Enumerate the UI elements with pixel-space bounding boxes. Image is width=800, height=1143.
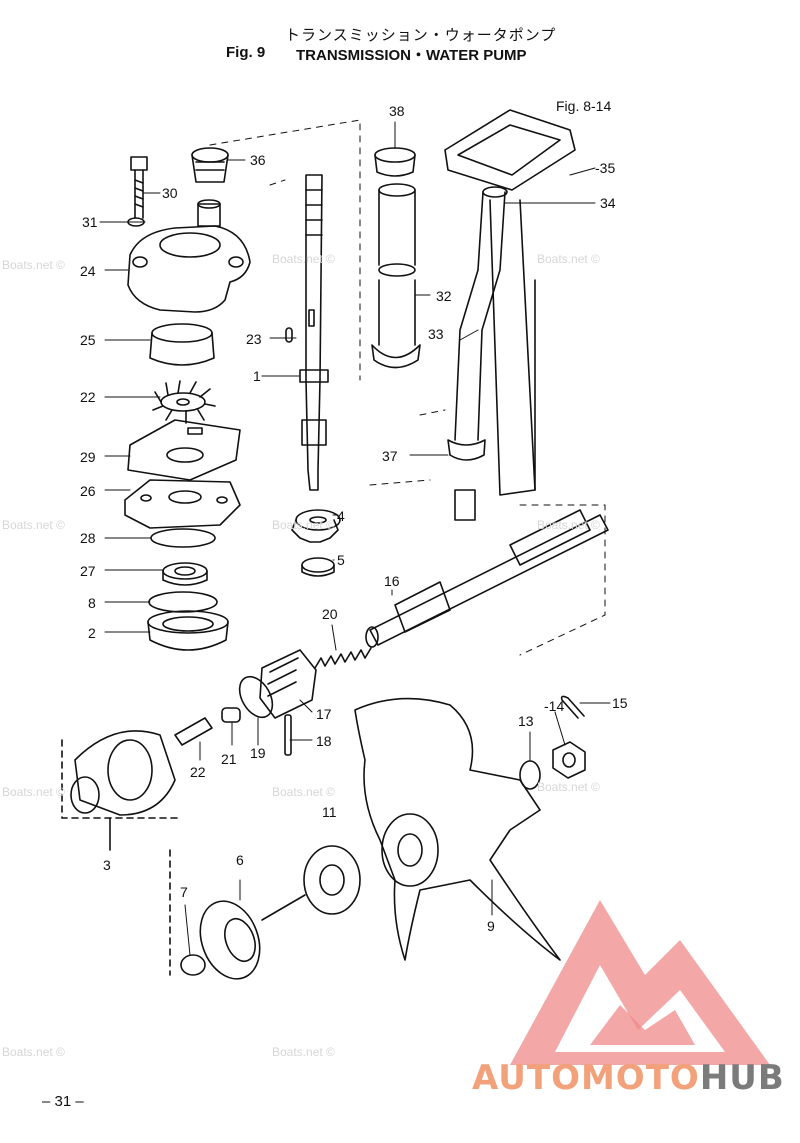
label-9: 9 xyxy=(487,918,495,934)
watermark: Boats.net © xyxy=(2,1045,65,1059)
gear-6 xyxy=(199,900,261,980)
logo-part-1: AUTOMOTO xyxy=(472,1058,700,1098)
title-japanese: トランスミッション・ウォータポンプ xyxy=(285,26,557,44)
label-36: 36 xyxy=(250,152,266,168)
label-4: 4 xyxy=(337,508,345,524)
label-2: 2 xyxy=(88,625,96,641)
label-12: 13 xyxy=(518,713,534,729)
impeller-22 xyxy=(152,380,216,424)
pinion-gear-4 xyxy=(291,509,341,543)
label-7: 7 xyxy=(180,884,188,900)
ring-18 xyxy=(238,675,274,719)
label-21: 22 xyxy=(190,764,206,780)
bearing-27 xyxy=(162,562,208,586)
cotter-pin-14 xyxy=(560,695,585,719)
logo-wordmark: AUTOMOTOHUB xyxy=(472,1058,785,1098)
nut-5 xyxy=(301,557,335,577)
water-tube-33 xyxy=(444,109,576,521)
label-24: 24 xyxy=(80,263,96,279)
label-35: -35 xyxy=(595,160,616,176)
watermark: Boats.net © xyxy=(2,258,65,272)
gear-3 xyxy=(74,730,176,816)
thrust-holder-11 xyxy=(303,845,361,915)
label-5: 5 xyxy=(337,552,345,568)
washer-12 xyxy=(519,760,541,790)
label-29: 29 xyxy=(80,449,96,465)
bearing-2 xyxy=(147,610,229,651)
water-tube-32 xyxy=(371,183,421,369)
label-13: -14 xyxy=(544,698,565,714)
label-25: 25 xyxy=(80,332,96,348)
label-15: 16 xyxy=(384,573,400,589)
o-ring-28 xyxy=(150,528,216,548)
plate-26 xyxy=(124,479,241,529)
label-30: 30 xyxy=(162,185,178,201)
watermark: Boats.net © xyxy=(537,518,600,532)
label-26: 26 xyxy=(80,483,96,499)
label-16: 17 xyxy=(316,706,332,722)
label-19: 20 xyxy=(322,606,338,622)
pin-20 xyxy=(221,707,241,723)
seal-38 xyxy=(374,147,416,177)
watermark: Boats.net © xyxy=(537,780,600,794)
watermark: Boats.net © xyxy=(537,252,600,266)
label-37: 37 xyxy=(382,448,398,464)
label-3: 3 xyxy=(103,857,111,873)
watermark: Boats.net © xyxy=(2,785,65,799)
pin-17 xyxy=(284,714,292,756)
label-38: 38 xyxy=(389,103,405,119)
impeller-cup-25 xyxy=(149,323,215,366)
label-22: 22 xyxy=(80,389,96,405)
title-english: TRANSMISSION・WATER PUMP xyxy=(296,47,527,64)
label-23: 23 xyxy=(246,331,262,347)
watermark: Boats.net © xyxy=(2,518,65,532)
logo-part-2: HUB xyxy=(699,1058,785,1098)
label-17: 18 xyxy=(316,733,332,749)
pump-housing-24 xyxy=(127,199,251,313)
figure-reference: Fig. 8-14 xyxy=(556,98,612,114)
automotohub-logo-icon xyxy=(510,900,770,1065)
label-8: 8 xyxy=(88,595,96,611)
spring-19 xyxy=(314,647,372,669)
label-31: 31 xyxy=(82,214,98,230)
label-1: 1 xyxy=(253,368,261,384)
label-18: 19 xyxy=(250,745,266,761)
label-33: 33 xyxy=(428,326,444,342)
propeller-shaft-15 xyxy=(365,509,609,648)
page-number: – 31 – xyxy=(42,1093,84,1110)
gasket-29 xyxy=(127,419,241,481)
label-11: 11 xyxy=(322,804,337,820)
watermark: Boats.net © xyxy=(272,518,335,532)
clutch-16 xyxy=(259,649,317,719)
grommet-36 xyxy=(191,147,229,183)
label-32: 32 xyxy=(436,288,452,304)
drive-shaft-1 xyxy=(299,174,329,491)
plunger-21 xyxy=(174,717,213,746)
label-14: 15 xyxy=(612,695,628,711)
ring-7 xyxy=(180,954,206,976)
key-23 xyxy=(285,327,293,343)
figure-number: Fig. 9 xyxy=(226,44,266,61)
nut-13 xyxy=(552,741,586,779)
watermark: Boats.net © xyxy=(272,785,335,799)
label-6: 6 xyxy=(236,852,244,868)
watermark: Boats.net © xyxy=(272,252,335,266)
label-28: 28 xyxy=(80,530,96,546)
label-34: 34 xyxy=(600,195,616,211)
label-27: 27 xyxy=(80,563,96,579)
label-20: 21 xyxy=(221,751,237,767)
bolt-30 xyxy=(130,156,148,219)
ring-8 xyxy=(148,591,218,613)
watermark: Boats.net © xyxy=(272,1045,335,1059)
